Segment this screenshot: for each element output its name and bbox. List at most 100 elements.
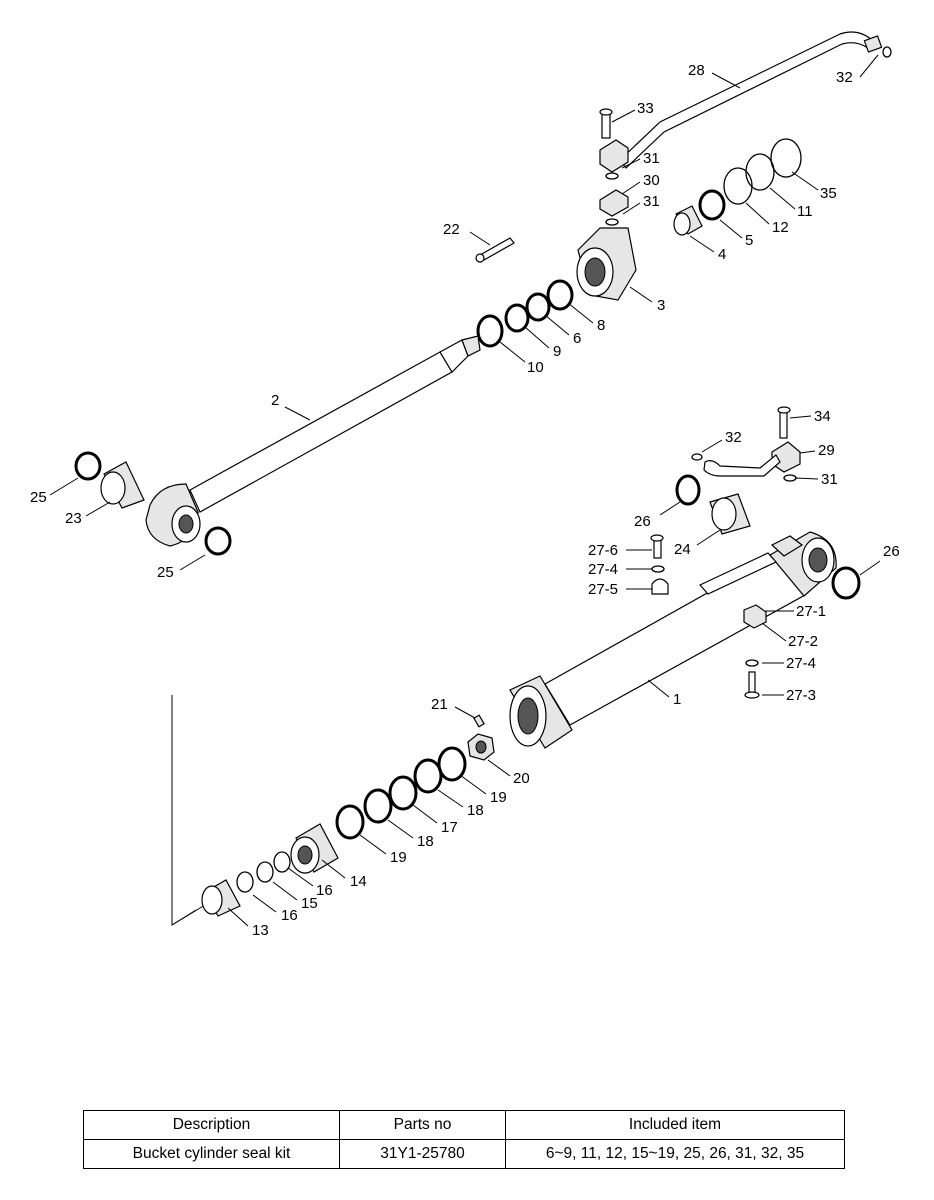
head-rings — [673, 138, 802, 236]
rod-seal-rings — [476, 279, 574, 348]
callout-c27_2: 27-2 — [788, 633, 818, 650]
seal-kit-table: Description Parts no Included item Bucke… — [83, 1110, 845, 1169]
leader-line-c2 — [284, 406, 311, 421]
leader-line-c34 — [789, 415, 812, 419]
leader-line-c30 — [621, 181, 641, 195]
leader-line-c20 — [487, 759, 511, 777]
leader-line-c4 — [689, 235, 715, 253]
leader-line-c21 — [454, 706, 476, 719]
rod-cover-3 — [576, 227, 637, 301]
leader-line-c22 — [469, 231, 491, 246]
callout-c1: 1 — [673, 691, 681, 708]
callout-c31c: 31 — [821, 471, 838, 488]
callout-c27_1: 27-1 — [796, 603, 826, 620]
pipe-28 — [619, 31, 892, 169]
cushion-parts — [201, 851, 291, 917]
piston-14 — [290, 823, 339, 874]
leader-line-c5 — [719, 219, 743, 239]
tube-end-fittings — [675, 406, 861, 600]
callout-c16b: 16 — [281, 907, 298, 924]
callout-c24: 24 — [674, 541, 691, 558]
leader-line-c13 — [227, 907, 249, 927]
leader-line-c33 — [611, 109, 636, 123]
callout-c3: 3 — [657, 297, 665, 314]
leader-line-c24 — [696, 529, 721, 546]
callout-c16a: 16 — [316, 882, 333, 899]
leader-line-c15 — [272, 881, 298, 901]
leader-line-c32b — [701, 439, 723, 453]
leader-line-c11 — [769, 187, 796, 210]
callout-c4: 4 — [718, 246, 726, 263]
leader-line-c25b — [179, 554, 206, 571]
callout-c5: 5 — [745, 232, 753, 249]
leader-line-c16a — [287, 867, 314, 887]
leader-line-c14 — [321, 859, 346, 879]
callout-c29: 29 — [818, 442, 835, 459]
leader-line-c29 — [799, 450, 816, 454]
leader-line-c26a — [659, 501, 681, 516]
callout-c27_3: 27-3 — [786, 687, 816, 704]
leader-line-c27_2 — [761, 622, 787, 642]
leader-line-c25a — [49, 477, 79, 496]
leader-line-c31c — [794, 477, 819, 480]
leader-line-c8 — [567, 302, 594, 324]
callout-c27_6: 27-6 — [588, 542, 618, 559]
piston-rod-2 — [145, 335, 481, 547]
leader-line-c1 — [647, 679, 670, 698]
callout-c32a: 32 — [836, 69, 853, 86]
bolt-22 — [475, 237, 515, 263]
callout-c12: 12 — [772, 219, 789, 236]
leader-line-c19a — [459, 774, 487, 795]
callout-c23: 23 — [65, 510, 82, 527]
callout-c35: 35 — [820, 185, 837, 202]
callout-c32b: 32 — [725, 429, 742, 446]
callout-c27_5: 27-5 — [588, 581, 618, 598]
callout-c28: 28 — [688, 62, 705, 79]
callout-c30: 30 — [643, 172, 660, 189]
callout-c25b: 25 — [157, 564, 174, 581]
leader-line-c31b — [622, 202, 641, 215]
callout-c19b: 19 — [390, 849, 407, 866]
leader-line-c6 — [544, 314, 570, 336]
table-header-row: Description Parts no Included item — [83, 1110, 845, 1140]
leader-line-c28 — [711, 72, 741, 89]
leader-line-c35 — [791, 171, 819, 191]
pipe-clamp-27 — [650, 534, 777, 699]
leader-line-c17 — [412, 804, 438, 824]
callout-c6: 6 — [573, 330, 581, 347]
nut-and-pin — [467, 714, 495, 761]
leader-line-c18b — [387, 819, 414, 839]
cylinder-tube-1 — [509, 531, 837, 749]
leader-line-c16b — [252, 894, 277, 913]
callout-c2: 2 — [271, 392, 279, 409]
leader-line-c9 — [524, 326, 550, 349]
callout-c31b: 31 — [643, 193, 660, 210]
callout-c31a: 31 — [643, 150, 660, 167]
cell-parts-no: 31Y1-25780 — [339, 1139, 506, 1169]
callout-c20: 20 — [513, 770, 530, 787]
leader-line-c26b — [859, 560, 881, 576]
col-parts-no: Parts no — [339, 1110, 506, 1140]
callout-c18b: 18 — [417, 833, 434, 850]
assembly-boundary — [171, 695, 197, 926]
leader-line-c31a — [621, 158, 641, 169]
callout-c26b: 26 — [883, 543, 900, 560]
table-row: Bucket cylinder seal kit 31Y1-25780 6~9,… — [83, 1139, 845, 1169]
cell-included-item: 6~9, 11, 12, 15~19, 25, 26, 31, 32, 35 — [505, 1139, 845, 1169]
callout-c17: 17 — [441, 819, 458, 836]
col-description: Description — [83, 1110, 340, 1140]
callout-c15: 15 — [301, 895, 318, 912]
callout-c21: 21 — [431, 696, 448, 713]
rod-end-parts — [74, 451, 232, 556]
callout-c13: 13 — [252, 922, 269, 939]
callout-c10: 10 — [527, 359, 544, 376]
leader-line-c23 — [85, 501, 111, 517]
callout-c14: 14 — [350, 873, 367, 890]
callout-c19a: 19 — [490, 789, 507, 806]
leader-line-c3 — [629, 286, 653, 303]
callout-c22: 22 — [443, 221, 460, 238]
leader-line-c19b — [359, 834, 387, 855]
piston-rings — [335, 746, 467, 840]
